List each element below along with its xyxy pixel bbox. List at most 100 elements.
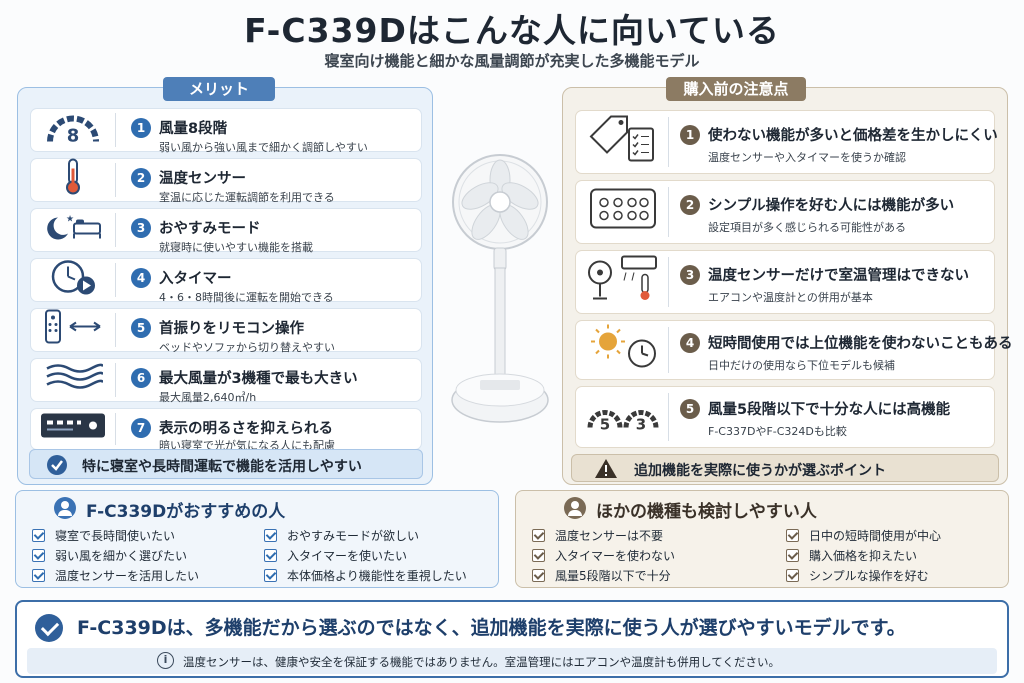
merit-number: 7	[131, 418, 151, 438]
info-icon: i	[157, 652, 174, 669]
page-title: F-C339Dはこんな人に向いている	[244, 11, 780, 50]
caution-desc: 温度センサーや入タイマーを使うか確認	[708, 151, 906, 164]
merit-title: 温度センサー	[159, 171, 246, 187]
merit-row-4: 4 入タイマー 4・6・8時間後に運転を開始できる	[30, 258, 422, 304]
checkbox-icon	[532, 549, 545, 562]
moon-bed-icon: ★	[39, 210, 107, 251]
caution-number: 3	[680, 265, 700, 285]
caution-row-2: 2 シンプル操作を好む人には機能が多い 設定項目が多く感じられる可能性がある	[575, 180, 995, 244]
conclusion-box: F-C339Dは、多機能だから選ぶのではなく、追加機能を実際に使う人が選びやすい…	[15, 600, 1009, 678]
merit-number: 4	[131, 268, 151, 288]
caution-title: シンプル操作を好む人には機能が多い	[708, 198, 955, 214]
merit-title: 最大風量が3機種で最も大きい	[159, 371, 358, 387]
fan-image	[440, 150, 560, 430]
checkbox-icon	[264, 549, 277, 562]
merit-row-2: 2 温度センサー 室温に応じた運転調節を利用できる	[30, 157, 422, 204]
disclaimer-text: 温度センサーは、健康や安全を保証する機能ではありません。室温管理にはエアコンや温…	[183, 655, 780, 669]
merit-title: おやすみモード	[159, 221, 261, 237]
recommended-item: 本体価格より機能性を重視したい	[264, 567, 467, 584]
alternative-item: 購入価格を抑えたい	[786, 547, 917, 564]
speed-5-3-gauge-icon: 5 3	[584, 392, 662, 443]
caution-row-5: 5 3 5 風量5段階以下で十分な人には高機能 F-C337DやF-C324Dも…	[575, 386, 995, 448]
merit-number: 5	[131, 318, 151, 338]
remote-swing-icon	[39, 308, 107, 353]
merit-desc: 暗い寝室で光が気になる人にも配慮	[159, 439, 335, 452]
person-icon	[564, 497, 586, 519]
merit-row-7: 7 表示の明るさを抑えられる 暗い寝室で光が気になる人にも配慮	[30, 408, 422, 452]
caution-desc: F-C337DやF-C324Dも比較	[708, 425, 847, 438]
warning-icon	[595, 459, 617, 478]
checkbox-icon	[786, 569, 799, 582]
merit-number: 3	[131, 218, 151, 238]
merit-desc: ベッドやソファから切り替えやすい	[159, 341, 335, 354]
cautions-panel: 1 使わない機能が多いと価格差を生かしにくい 温度センサーや入タイマーを使うか確…	[562, 87, 1013, 485]
merits-panel: 8 1 風量8段階 弱い風から強い風まで細かく調節しやすい 2 温度センサー 室…	[17, 87, 433, 485]
display-brightness-icon	[39, 412, 107, 447]
merit-number: 6	[131, 368, 151, 388]
caution-desc: エアコンや温度計との併用が基本	[708, 291, 873, 304]
caution-row-3: 3 温度センサーだけで室温管理はできない エアコンや温度計との併用が基本	[575, 250, 995, 314]
page-subtitle: 寝室向け機能と細かな風量調節が充実した多機能モデル	[324, 52, 700, 70]
merit-row-5: 5 首振りをリモコン操作 ベッドやソファから切り替えやすい	[30, 308, 422, 354]
merit-title: 入タイマー	[159, 271, 232, 287]
thermometer-icon	[39, 157, 107, 204]
check-circle-icon	[47, 455, 67, 475]
alternative-item: 日中の短時間使用が中心	[786, 527, 941, 544]
caution-row-4: 4 短時間使用では上位機能を使わないこともある 日中だけの使用なら下位モデルも候…	[575, 320, 1013, 380]
alternatives-box: ほかの機種も検討しやすい人 温度センサーは不要 入タイマーを使わない 風量5段階…	[515, 490, 1009, 588]
person-icon	[54, 497, 76, 519]
disclaimer-note: i 温度センサーは、健康や安全を保証する機能ではありません。室温管理にはエアコン…	[27, 648, 997, 674]
alternative-item: 入タイマーを使わない	[532, 547, 675, 564]
merit-row-6: 6 最大風量が3機種で最も大きい 最大風量2,640㎥/h	[30, 358, 422, 404]
checkbox-icon	[32, 549, 45, 562]
merit-row-3: ★ 3 おやすみモード 就寝時に使いやすい機能を搭載	[30, 208, 422, 254]
svg-text:8: 8	[67, 126, 80, 146]
merit-title: 風量8段階	[159, 121, 228, 137]
svg-text:5: 5	[600, 416, 610, 434]
checkbox-icon	[264, 569, 277, 582]
alternative-item: 温度センサーは不要	[532, 527, 663, 544]
clock-play-icon	[39, 258, 107, 303]
caution-number: 1	[680, 125, 700, 145]
alternative-item: 風量5段階以下で十分	[532, 567, 671, 584]
recommended-item: 寝室で長時間使いたい	[32, 527, 175, 544]
recommended-item: おやすみモードが欲しい	[264, 527, 419, 544]
checkbox-icon	[532, 529, 545, 542]
checkbox-icon	[264, 529, 277, 542]
caution-number: 2	[680, 195, 700, 215]
merit-number: 1	[131, 118, 151, 138]
checkbox-icon	[786, 529, 799, 542]
fan-aircon-thermometer-icon	[584, 253, 662, 312]
merits-banner-text: 特に寝室や長時間運転で機能を活用しやすい	[82, 459, 362, 475]
alternatives-title: ほかの機種も検討しやすい人	[596, 502, 817, 522]
merit-desc: 室温に応じた運転調節を利用できる	[159, 191, 335, 204]
caution-title: 短時間使用では上位機能を使わないこともある	[708, 336, 1013, 352]
cautions-banner: 追加機能を実際に使うかが選ぶポイント	[571, 454, 999, 482]
merit-row-1: 8 1 風量8段階 弱い風から強い風まで細かく調節しやすい	[30, 108, 422, 154]
caution-title: 温度センサーだけで室温管理はできない	[708, 268, 969, 284]
merit-desc: 4・6・8時間後に運転を開始できる	[159, 291, 334, 304]
cautions-tab: 購入前の注意点	[666, 77, 806, 101]
speed-8-gauge-icon: 8	[39, 108, 107, 153]
checkbox-icon	[786, 549, 799, 562]
checkbox-icon	[32, 569, 45, 582]
alternative-item: シンプルな操作を好む	[786, 567, 929, 584]
merit-title: 表示の明るさを抑えられる	[159, 421, 333, 437]
merit-desc: 就寝時に使いやすい機能を搭載	[159, 241, 313, 254]
conclusion-text: F-C339Dは、多機能だから選ぶのではなく、追加機能を実際に使う人が選びやすい…	[77, 617, 906, 639]
svg-text:★: ★	[66, 215, 74, 225]
merit-number: 2	[131, 168, 151, 188]
merit-desc: 最大風量2,640㎥/h	[159, 391, 257, 404]
recommended-box: F-C339Dがおすすめの人 寝室で長時間使いたい 弱い風を細かく選びたい 温度…	[15, 490, 499, 588]
caution-row-1: 1 使わない機能が多いと価格差を生かしにくい 温度センサーや入タイマーを使うか確…	[575, 110, 998, 174]
merits-banner: 特に寝室や長時間運転で機能を活用しやすい	[29, 449, 423, 479]
wind-waves-icon	[39, 360, 107, 401]
recommended-item: 温度センサーを活用したい	[32, 567, 199, 584]
recommended-item: 入タイマーを使いたい	[264, 547, 407, 564]
merit-title: 首振りをリモコン操作	[159, 321, 304, 337]
caution-title: 風量5段階以下で十分な人には高機能	[708, 402, 951, 418]
sun-clock-icon	[584, 322, 662, 379]
cautions-banner-text: 追加機能を実際に使うかが選ぶポイント	[634, 463, 886, 479]
merit-desc: 弱い風から強い風まで細かく調節しやすい	[159, 141, 368, 154]
checkbox-icon	[532, 569, 545, 582]
